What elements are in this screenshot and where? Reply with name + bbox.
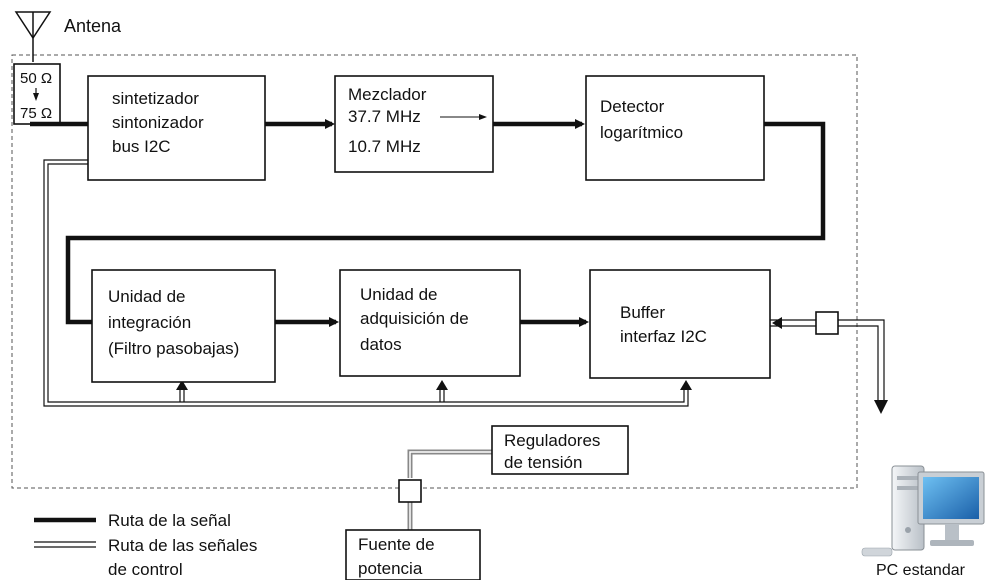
- power-line-2: potencia: [358, 559, 423, 578]
- mixer-line-2: 37.7 MHz: [348, 107, 421, 126]
- acquisition-line-3: datos: [360, 335, 402, 354]
- power-line-1: Fuente de: [358, 535, 435, 554]
- pc-label: PC estandar: [876, 562, 966, 579]
- synth-line-2: sintonizador: [112, 113, 204, 132]
- control-path: [43, 159, 885, 407]
- mixer-line-1: Mezclador: [348, 85, 427, 104]
- impedance-75: 75 Ω: [20, 105, 52, 122]
- legend-control-label-2: de control: [108, 560, 183, 579]
- legend-control-label-1: Ruta de las señales: [108, 536, 257, 555]
- acquisition-line-1: Unidad de: [360, 285, 438, 304]
- regulators-line-2: de tensión: [504, 453, 582, 472]
- control-arrows: [176, 317, 888, 414]
- synth-line-1: sintetizador: [112, 89, 199, 108]
- block-power-supply: [345, 529, 481, 580]
- antenna-icon: [14, 11, 52, 62]
- block-mixer: [334, 75, 494, 173]
- power-connector: [398, 479, 422, 503]
- pc-icon: [861, 465, 985, 557]
- integration-line-3: (Filtro pasobajas): [108, 339, 239, 358]
- system-boundary: [11, 54, 858, 489]
- regulators-line-1: Reguladores: [504, 431, 600, 450]
- block-regulators: [491, 425, 629, 475]
- mixer-line-3: 10.7 MHz: [348, 137, 421, 156]
- connector-square: [815, 311, 839, 335]
- block-synthesizer: [87, 75, 266, 181]
- legend-control-swatch: [34, 541, 96, 548]
- block-integration: [91, 269, 276, 383]
- synth-line-3: bus I2C: [112, 137, 171, 156]
- legend-signal-label: Ruta de la señal: [108, 511, 231, 530]
- power-path: [407, 449, 492, 530]
- buffer-line-2: interfaz I2C: [620, 327, 707, 346]
- antenna-label: Antena: [64, 16, 122, 36]
- signal-path: [30, 119, 826, 327]
- block-detector: [585, 75, 765, 181]
- detector-line-1: Detector: [600, 97, 665, 116]
- buffer-line-1: Buffer: [620, 303, 665, 322]
- integration-line-1: Unidad de: [108, 287, 186, 306]
- block-acquisition: [339, 269, 521, 377]
- integration-line-2: integración: [108, 313, 191, 332]
- acquisition-line-2: adquisición de: [360, 309, 469, 328]
- impedance-50: 50 Ω: [20, 70, 52, 87]
- detector-line-2: logarítmico: [600, 123, 683, 142]
- block-buffer: [589, 269, 771, 379]
